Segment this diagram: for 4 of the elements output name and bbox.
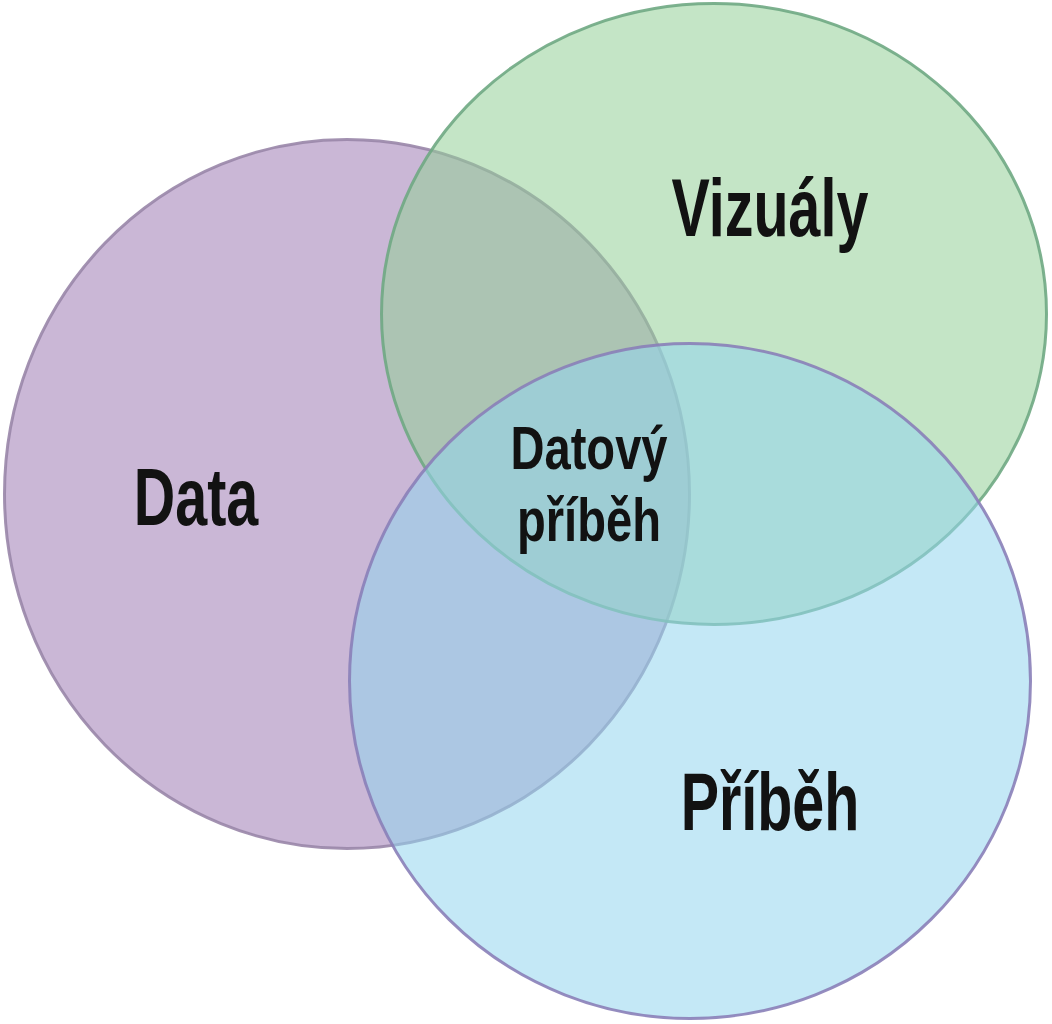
- circle-label: Data: [133, 456, 259, 538]
- overlap-label: Datový příběh: [510, 412, 668, 556]
- circle-label: Příběh: [680, 761, 860, 843]
- venn-circle: [348, 342, 1032, 1020]
